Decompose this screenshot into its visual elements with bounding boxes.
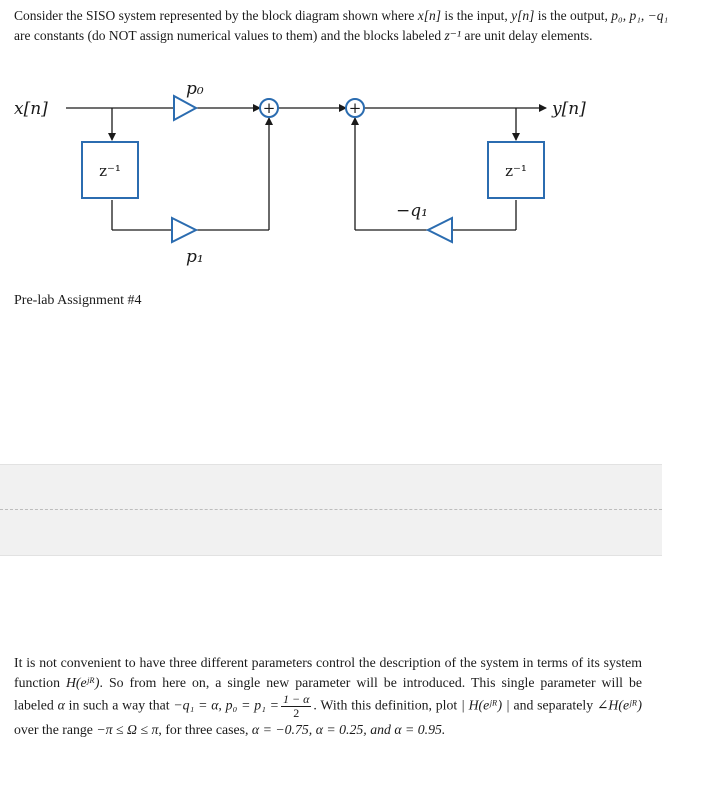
output-label: y[n]	[551, 99, 586, 119]
para-text: . With this definition, plot	[313, 697, 462, 713]
intro-text: Consider the SISO system represented by …	[14, 8, 418, 23]
delay-block-right	[487, 141, 545, 199]
alpha-symbol: α	[57, 697, 65, 713]
delay-symbol: z⁻¹	[444, 28, 461, 43]
gain-p1-triangle	[171, 216, 199, 244]
gain-q1-label: −q₁	[396, 201, 428, 221]
intro-text: is the output,	[534, 8, 612, 23]
answer-placeholder-band	[0, 464, 662, 556]
adder-2-symbol: +	[349, 99, 362, 117]
intro-text: are constants (do NOT assign numerical v…	[14, 28, 445, 43]
gain-p0-label: p₀	[186, 80, 204, 99]
delay-label-right: z⁻¹	[505, 162, 527, 180]
adder-2	[345, 98, 365, 118]
adder-1-symbol: +	[263, 99, 276, 117]
alpha-cases: α = −0.75, α = 0.25, and α = 0.95.	[251, 722, 446, 737]
problem-intro: Consider the SISO system represented by …	[14, 6, 674, 46]
frequency-range: −π ≤ Ω ≤ π	[96, 722, 159, 737]
gain-p0-triangle	[173, 94, 199, 122]
parameter-equation: −q₁ = α, p₀ = p₁ =	[173, 697, 279, 713]
band-divider	[0, 509, 662, 510]
prelab-heading: Pre-lab Assignment #4	[14, 293, 142, 308]
para-text: . So from here on, a single new paramete…	[14, 675, 643, 713]
intro-text: are unit delay elements.	[460, 28, 593, 43]
para-text: over the range	[14, 722, 97, 737]
para-text: , for three cases,	[158, 722, 252, 737]
gain-p1-label: p₁	[186, 247, 204, 267]
input-symbol: x[n]	[417, 8, 442, 23]
delay-block-left	[81, 141, 139, 199]
para-text: It is not convenient to have three diffe…	[14, 655, 642, 690]
gain-q1-triangle	[425, 216, 453, 244]
block-diagram: z⁻¹ z⁻¹ + + x[n] y[n] p₀ p₁ −q₁	[14, 80, 586, 267]
adder-1	[259, 98, 279, 118]
intro-text: is the input,	[441, 8, 512, 23]
output-symbol: y[n]	[511, 8, 535, 23]
system-function-symbol: H(eʲᴿ)	[65, 675, 100, 690]
fraction-numerator: 1 − α	[281, 692, 312, 707]
magnitude-expression: | H(eʲᴿ) |	[461, 697, 510, 713]
para-text: in such a way that	[64, 697, 174, 713]
assignment-paragraph: It is not convenient to have three diffe…	[14, 653, 642, 740]
delay-label-left: z⁻¹	[99, 162, 121, 180]
para-text: and separately	[509, 697, 597, 713]
phase-expression: ∠H(eʲᴿ)	[596, 697, 642, 713]
input-label: x[n]	[14, 99, 48, 119]
constants-symbols: p₀, p₁, −q₁	[611, 8, 669, 23]
fraction-denominator: 2	[293, 706, 300, 720]
